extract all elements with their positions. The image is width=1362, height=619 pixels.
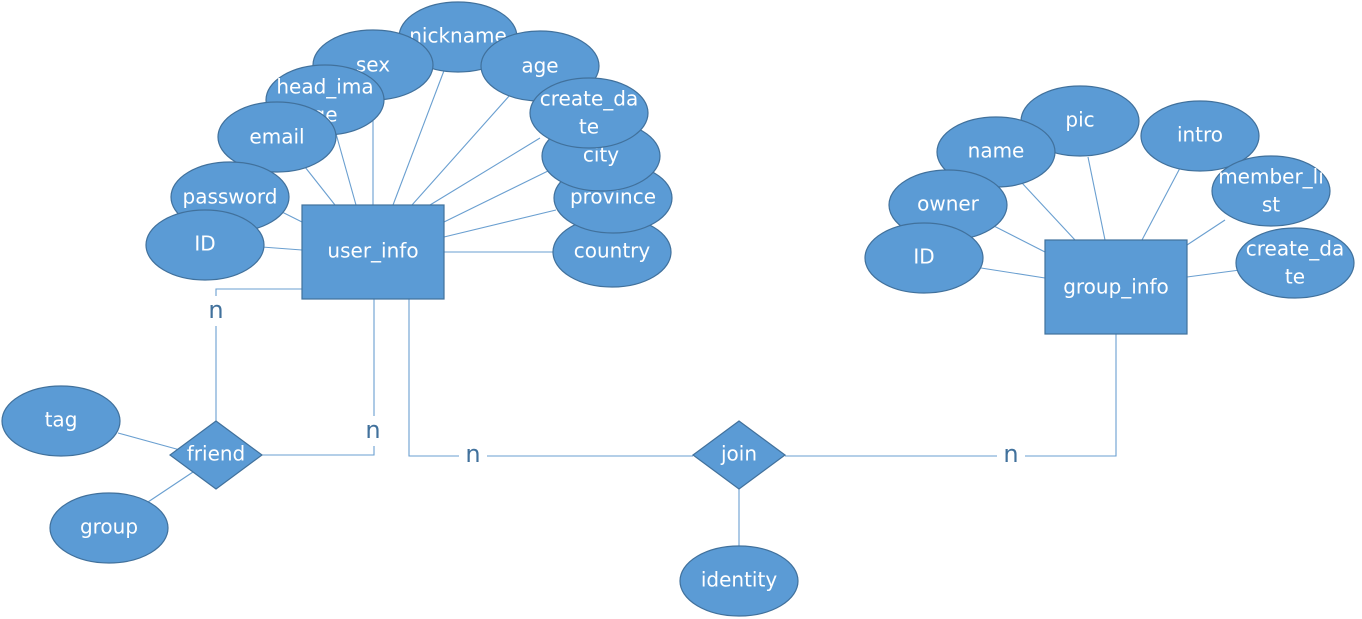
group-attribute-intro-label: intro	[1177, 123, 1223, 147]
connectors	[117, 67, 1241, 548]
group-attribute-create-date-label-line1: create_da	[1246, 237, 1344, 261]
connector-group-member-list	[1186, 219, 1226, 246]
connector-user-create-date	[429, 137, 541, 206]
user-attribute-nickname-label: nickname	[409, 24, 507, 48]
user-attribute-create-date: create_da te	[529, 77, 649, 149]
connector-group-intro	[1141, 167, 1181, 241]
cardinality-mask-friend-left	[203, 296, 229, 326]
entity-group-info-label: group_info	[1063, 275, 1169, 299]
cardinality-join-user: n	[465, 440, 480, 468]
join-attribute-identity: identity	[679, 545, 799, 617]
cardinality-mask-friend-right	[360, 416, 388, 446]
connector-user-city	[443, 169, 551, 223]
connector-user-nickname	[392, 67, 446, 206]
user-attribute-age-label: age	[521, 54, 558, 78]
connector-join-user	[408, 299, 693, 457]
connector-group-id	[980, 267, 1046, 279]
cardinality-mask-join-user	[459, 441, 487, 471]
group-attribute-owner: owner	[888, 169, 1008, 241]
user-attribute-id-label: ID	[194, 232, 215, 256]
friend-attribute-tag-label: tag	[45, 408, 78, 432]
user-attribute-password-label: password	[183, 185, 278, 209]
connector-friend-tag	[117, 432, 181, 451]
entity-user-info-label: user_info	[327, 239, 418, 263]
connector-group-name	[1021, 182, 1076, 241]
group-attribute-member-list: member_li st	[1211, 155, 1331, 227]
group-attribute-create-date: create_da te	[1235, 227, 1355, 299]
cardinality-friend-right: n	[365, 416, 380, 444]
entity-user-info: user_info	[301, 204, 445, 300]
user-attribute-create-date-label-line1: create_da	[540, 87, 638, 111]
user-attribute-email-label: email	[249, 125, 304, 149]
join-attribute-identity-label: identity	[701, 568, 777, 592]
connector-user-head-image	[334, 129, 357, 206]
connector-group-owner	[989, 223, 1046, 253]
connector-user-password	[281, 211, 303, 223]
user-attribute-country: country	[552, 216, 672, 288]
group-attribute-owner-label: owner	[917, 192, 980, 216]
user-attribute-head-image-label-line1: head_ima	[276, 75, 373, 99]
user-attribute-create-date-label-line2: te	[579, 115, 599, 139]
group-attribute-name-label: name	[968, 139, 1025, 163]
relationship-join-label: join	[720, 442, 757, 466]
cardinality-friend-left: n	[208, 296, 223, 324]
group-attribute-intro: intro	[1140, 100, 1260, 172]
relationship-join: join	[691, 420, 787, 490]
group-attribute-member-list-label-line1: member_li	[1218, 165, 1324, 189]
connector-join-group	[785, 334, 1117, 457]
connector-group-create-date	[1186, 269, 1241, 278]
friend-attribute-group-label: group	[80, 515, 138, 539]
friend-attribute-group: group	[49, 492, 169, 564]
group-attribute-member-list-label-line2: st	[1262, 193, 1280, 217]
friend-attribute-tag: tag	[1, 385, 121, 457]
group-attribute-name: name	[936, 116, 1056, 188]
connector-friend-group	[147, 469, 197, 503]
user-attribute-id: ID	[145, 209, 265, 281]
entity-group-info: group_info	[1044, 239, 1188, 335]
connector-user-province	[443, 209, 557, 238]
user-attribute-head-image: head_ima ge	[265, 64, 385, 136]
relationship-friend: friend	[168, 420, 264, 490]
group-attribute-create-date-label-line2: te	[1285, 265, 1305, 289]
user-attribute-email: email	[217, 101, 337, 173]
cardinality-join-group: n	[1003, 440, 1018, 468]
connector-group-pic	[1087, 156, 1106, 241]
connector-user-id	[261, 246, 303, 251]
group-attribute-id-label: ID	[913, 245, 934, 269]
connector-user-age	[411, 94, 511, 206]
user-attribute-country-label: country	[574, 239, 651, 263]
cardinality-mask-join-group	[997, 441, 1025, 471]
connector-friend-user-right	[262, 299, 375, 456]
connector-friend-user-left	[215, 288, 302, 423]
connector-user-email	[304, 166, 336, 206]
relationship-friend-label: friend	[187, 442, 246, 466]
group-attribute-pic-label: pic	[1065, 108, 1094, 132]
group-attribute-id: ID	[864, 222, 984, 294]
